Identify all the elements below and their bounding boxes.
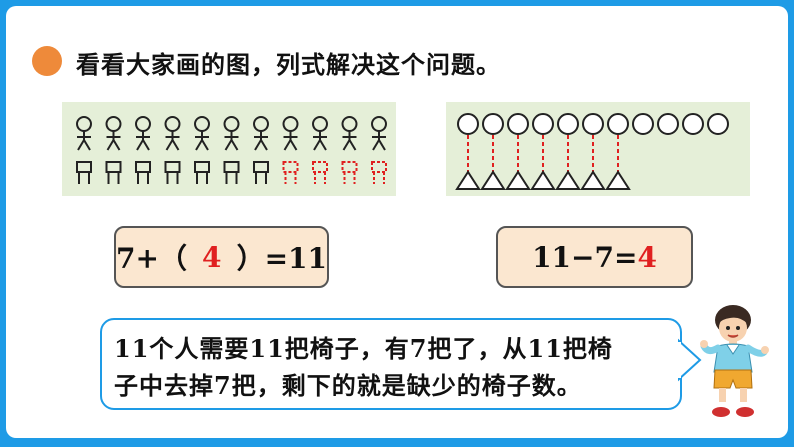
people-chairs-diagram (62, 102, 396, 196)
circles-triangles-svg (455, 113, 729, 190)
person-icon (282, 116, 299, 151)
missing-chair-icon (371, 161, 387, 184)
people-chairs-svg (76, 116, 387, 184)
circle-icon (557, 113, 579, 135)
person-icon (105, 116, 122, 151)
triangle-icon (480, 170, 506, 190)
circle-icon (482, 113, 504, 135)
chair-icon (105, 161, 122, 184)
circle-icon (682, 113, 704, 135)
triangle-icon (605, 170, 631, 190)
circle-icon (507, 113, 529, 135)
circles-triangles-diagram (446, 102, 750, 196)
person-icon (76, 116, 92, 151)
missing-chair-icon (312, 161, 328, 184)
speech-bubble-tail (678, 338, 702, 382)
person-icon (341, 116, 358, 151)
circle-icon (582, 113, 604, 135)
boy-character-icon (700, 305, 769, 417)
person-icon (312, 116, 328, 151)
page-title: 看看大家画的图，列式解决这个问题。 (76, 51, 501, 79)
person-icon (253, 116, 269, 151)
speech-line-2: 子中去掉7把，剩下的就是缺少的椅子数。 (114, 371, 582, 400)
circle-icon (532, 113, 554, 135)
orange-dot-icon (32, 46, 62, 76)
equation-addition: 7+（ 4 ）=11 (114, 226, 329, 288)
equation-addition-answer: 4 (202, 240, 222, 274)
chair-icon (164, 161, 181, 184)
chair-icon (135, 161, 151, 184)
triangle-icon (555, 170, 581, 190)
speech-bubble: 11个人需要11把椅子，有7把了，从11把椅 子中去掉7把，剩下的就是缺少的椅子… (100, 318, 682, 410)
person-icon (164, 116, 181, 151)
circle-icon (457, 113, 479, 135)
slide: 看看大家画的图，列式解决这个问题。 7+（ 4 ）=11 11−7= 4 11个… (6, 6, 788, 438)
equation-addition-prefix: 7+（ (116, 242, 187, 275)
person-icon (371, 116, 387, 151)
circle-icon (607, 113, 629, 135)
chair-icon (194, 161, 210, 184)
triangle-icon (530, 170, 556, 190)
chair-icon (223, 161, 240, 184)
triangle-icon (580, 170, 606, 190)
person-icon (194, 116, 210, 151)
equation-subtraction-answer: 4 (637, 240, 657, 274)
circle-icon (632, 113, 654, 135)
chair-icon (76, 161, 92, 184)
chair-icon (253, 161, 269, 184)
missing-chair-icon (282, 161, 299, 184)
circle-icon (657, 113, 679, 135)
triangle-icon (505, 170, 531, 190)
triangle-icon (455, 170, 481, 190)
person-icon (223, 116, 240, 151)
missing-chair-icon (341, 161, 358, 184)
circle-icon (707, 113, 729, 135)
equation-subtraction: 11−7= 4 (496, 226, 693, 288)
speech-line-1: 11个人需要11把椅子，有7把了，从11把椅 (114, 334, 613, 363)
equation-addition-suffix: ）=11 (236, 242, 327, 275)
person-icon (135, 116, 151, 151)
equation-subtraction-prefix: 11−7= (532, 240, 638, 274)
